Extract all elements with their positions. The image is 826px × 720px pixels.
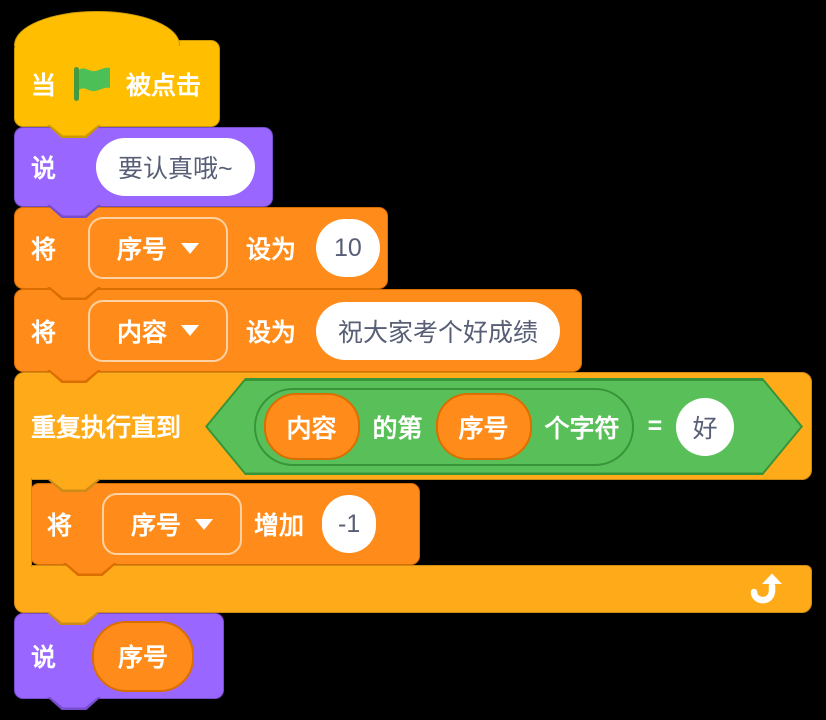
- block-set-content[interactable]: 将 内容 设为 祝大家考个好成绩: [14, 289, 582, 383]
- dropdown-value: 序号: [117, 236, 168, 264]
- letter-of-block[interactable]: 内容 的第 序号 个字符: [253, 387, 634, 466]
- loop-arrow-icon: [745, 572, 783, 608]
- letter-of-mid-label: 的第: [372, 414, 423, 443]
- variable-reporter-serial[interactable]: 序号: [92, 620, 195, 692]
- block-when-flag-clicked[interactable]: 当 被点击: [13, 11, 220, 138]
- variable-dropdown-serial[interactable]: 序号: [88, 217, 229, 279]
- variable-reporter-content[interactable]: 内容: [263, 393, 360, 460]
- puzzle-tab: [47, 287, 101, 300]
- block-repeat-until[interactable]: 重复执行直到 内容 的第 序号 个字符 = 好 将 序号 增加: [14, 372, 812, 625]
- puzzle-tab: [47, 205, 101, 218]
- puzzle-tab: [47, 370, 101, 383]
- puzzle-tab: [47, 479, 101, 492]
- puzzle-tab: [47, 125, 101, 138]
- block-set-serial[interactable]: 将 序号 设为 10: [14, 207, 388, 300]
- letter-of-suffix-label: 个字符: [544, 414, 620, 443]
- set-verb-label: 设为: [246, 318, 297, 347]
- dropdown-value: 内容: [117, 318, 168, 347]
- chevron-down-icon: [195, 518, 214, 530]
- say-label: 说: [31, 644, 57, 672]
- chevron-down-icon: [181, 242, 200, 254]
- variable-dropdown-serial[interactable]: 序号: [102, 493, 243, 555]
- dropdown-value: 序号: [131, 512, 182, 540]
- set-value-input[interactable]: 10: [316, 219, 380, 277]
- repeat-until-bottom-arm[interactable]: [14, 565, 812, 613]
- set-label: 将: [31, 236, 57, 264]
- puzzle-tab: [46, 612, 100, 625]
- repeat-until-label: 重复执行直到: [31, 414, 182, 442]
- change-label: 将: [47, 512, 73, 540]
- block-say-greeting[interactable]: 说 要认真哦~: [14, 127, 273, 218]
- variable-dropdown-content[interactable]: 内容: [88, 299, 229, 362]
- equals-sign: =: [647, 412, 663, 440]
- equals-operator[interactable]: 内容 的第 序号 个字符 = 好: [205, 378, 803, 475]
- block-change-serial[interactable]: 将 序号 增加 -1: [30, 483, 420, 576]
- hat-dome: [13, 11, 180, 46]
- variable-reporter-serial[interactable]: 序号: [435, 393, 532, 460]
- green-flag-icon: [71, 64, 113, 104]
- say-message-input[interactable]: 要认真哦~: [96, 138, 255, 196]
- puzzle-tab: [63, 563, 117, 576]
- change-verb-label: 增加: [254, 512, 305, 540]
- puzzle-tab: [47, 697, 101, 710]
- set-label: 将: [31, 318, 57, 347]
- change-value-input[interactable]: -1: [322, 495, 377, 553]
- when-label-prefix: 当: [31, 71, 57, 100]
- set-verb-label: 设为: [246, 236, 297, 264]
- repeat-until-spine[interactable]: [14, 478, 32, 567]
- chevron-down-icon: [181, 325, 200, 336]
- block-say-serial[interactable]: 说 序号: [14, 613, 224, 710]
- set-value-input[interactable]: 祝大家考个好成绩: [316, 301, 561, 360]
- say-label: 说: [31, 155, 57, 183]
- when-label-suffix: 被点击: [126, 71, 202, 100]
- equals-value-input[interactable]: 好: [676, 397, 735, 456]
